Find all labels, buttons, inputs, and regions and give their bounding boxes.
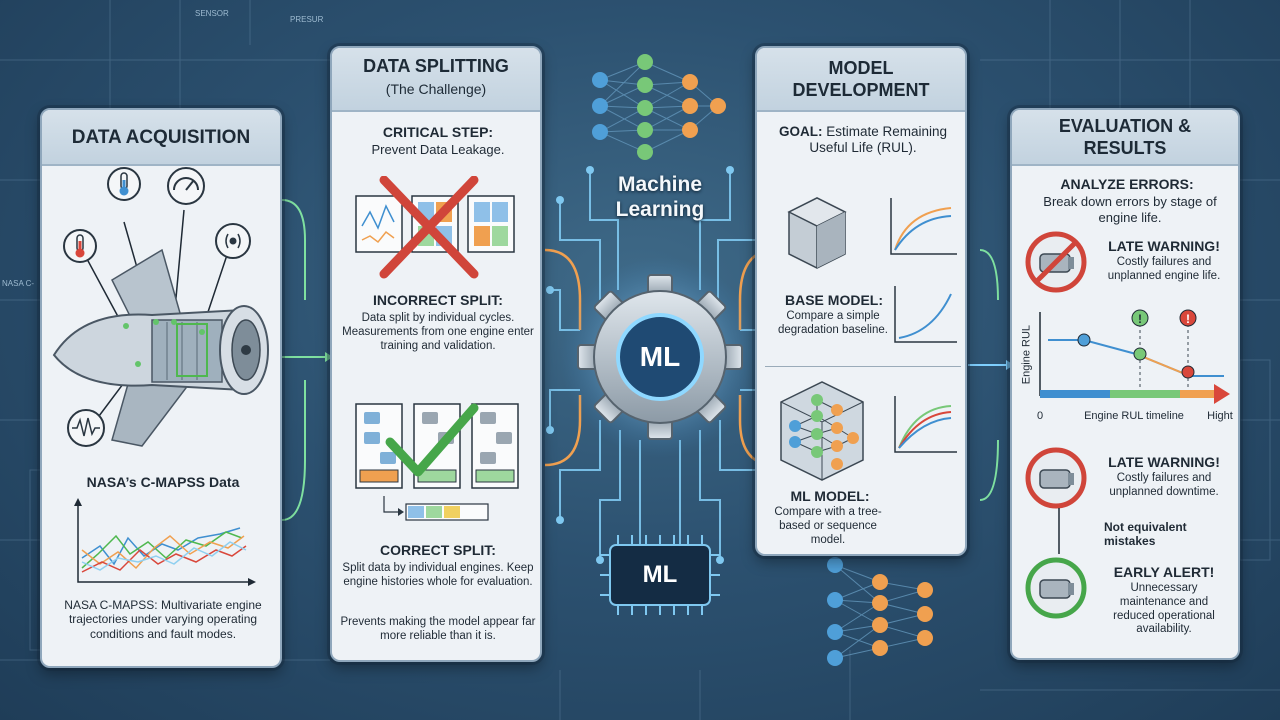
no-engine-icon: [1025, 231, 1087, 293]
base-model-label: BASE MODEL:: [785, 292, 883, 308]
panel-connectors: [281, 199, 1006, 521]
late-warning-label-1: LATE WARNING!: [1108, 238, 1220, 254]
svg-text:!: !: [1138, 312, 1142, 326]
early-alert-text: Unnecessary maintenance and reduced oper…: [1113, 582, 1215, 636]
base-model-text: Compare a simple degradation baseline.: [778, 310, 888, 336]
chip-ml-label: ML: [642, 561, 678, 588]
data-acquisition-title: DATA ACQUISITION: [42, 110, 280, 166]
pressure-backdrop-label: PRESUR: [290, 15, 324, 24]
sensor-backdrop-label: SENSOR: [195, 9, 229, 18]
critical-step-label: CRITICAL STEP:: [382, 124, 494, 140]
chart-x-start-label: 0: [1036, 410, 1044, 422]
goal-text-block: GOAL: Estimate Remaining Useful Life (RU…: [765, 124, 961, 156]
ml-model-curve-chart: [894, 396, 957, 453]
bottom-neural-network: [827, 557, 933, 666]
splitting-footer-text: Prevents making the model appear far mor…: [340, 616, 536, 642]
correct-split-graphic: [355, 403, 519, 521]
data-splitting-header: DATA SPLITTING (The Challenge): [332, 48, 540, 112]
early-alert-label: EARLY ALERT!: [1113, 564, 1215, 580]
sensor-trajectories-plot: [74, 498, 256, 586]
top-neural-network: [592, 54, 726, 160]
ml-model-text: Compare with a tree-based or sequence mo…: [774, 506, 882, 546]
incorrect-split-label: INCORRECT SPLIT:: [373, 292, 503, 308]
base-model-cube-icon: [787, 197, 847, 269]
gauge-icon: [167, 167, 205, 205]
development-divider: [765, 366, 961, 367]
chart-x-end-label: Hight: [1207, 410, 1233, 422]
machine-learning-label: Machine Learning: [615, 173, 705, 222]
analyze-errors-text: Break down errors by stage of engine lif…: [1043, 194, 1217, 225]
thermometer-icon: [63, 229, 97, 263]
cmapss-data-title: NASA’s C-MAPSS Data: [86, 474, 240, 490]
vibration-wave-icon: [67, 409, 105, 447]
late-warning-text-2: Costly failures and unplanned downtime.: [1109, 472, 1219, 498]
ml-model-network-cube-icon: [780, 381, 864, 481]
chart-y-label: Engine RUL: [1020, 324, 1033, 385]
not-equivalent-label: Not equivalent mistakes: [1104, 520, 1187, 549]
gear-ml-label: ML: [639, 341, 681, 372]
critical-step-text: Prevent Data Leakage.: [371, 142, 505, 157]
incorrect-split-text: Data split by individual cycles. Measure…: [342, 312, 534, 352]
data-splitting-panel: DATA SPLITTING (The Challenge) CRITICAL …: [330, 46, 542, 662]
ml-model-label: ML MODEL:: [790, 488, 870, 504]
cmapss-caption: NASA C-MAPSS: Multivariate engine trajec…: [64, 598, 262, 641]
base-model-degradation-chart: [894, 286, 957, 343]
goal-text: Estimate Remaining Useful Life (RUL).: [809, 124, 948, 156]
ml-chip-graphic: [600, 535, 720, 615]
gear-graphic: [560, 257, 760, 457]
sound-wave-icon: [215, 223, 251, 259]
base-model-curve-chart: [890, 198, 957, 255]
evaluation-panel: EVALUATION & RESULTS ANALYZE ERRORS: Bre…: [1010, 108, 1240, 660]
evaluation-title: EVALUATION & RESULTS: [1012, 110, 1238, 166]
correct-split-label: CORRECT SPLIT:: [380, 542, 496, 558]
engine-warning-icon: [1025, 447, 1087, 509]
analyze-errors-label: ANALYZE ERRORS:: [1060, 176, 1194, 192]
thermometer-icon: [107, 167, 141, 201]
late-warning-label-2: LATE WARNING!: [1108, 454, 1220, 470]
model-development-title: MODEL DEVELOPMENT: [757, 48, 965, 112]
engine-illustration: [52, 209, 269, 447]
goal-label: GOAL:: [778, 124, 823, 139]
data-splitting-subtitle: (The Challenge): [385, 81, 487, 97]
data-acquisition-panel: DATA ACQUISITION: [40, 108, 282, 668]
chart-x-label: Engine RUL timeline: [1084, 410, 1184, 422]
rul-timeline-chart: ! !: [1039, 309, 1230, 404]
correct-split-text: Split data by individual engines. Keep e…: [342, 562, 534, 588]
comparison-connector: [1058, 508, 1060, 554]
nasa-backdrop-label: NASA C-: [2, 279, 34, 288]
model-development-panel: MODEL DEVELOPMENT GOAL: Estimate Remaini…: [755, 46, 967, 556]
incorrect-split-graphic: [355, 176, 515, 279]
late-warning-text-1: Costly failures and unplanned engine lif…: [1107, 256, 1221, 282]
engine-ok-icon: [1025, 557, 1087, 619]
svg-text:!: !: [1186, 312, 1190, 326]
data-splitting-title: DATA SPLITTING: [363, 56, 509, 76]
